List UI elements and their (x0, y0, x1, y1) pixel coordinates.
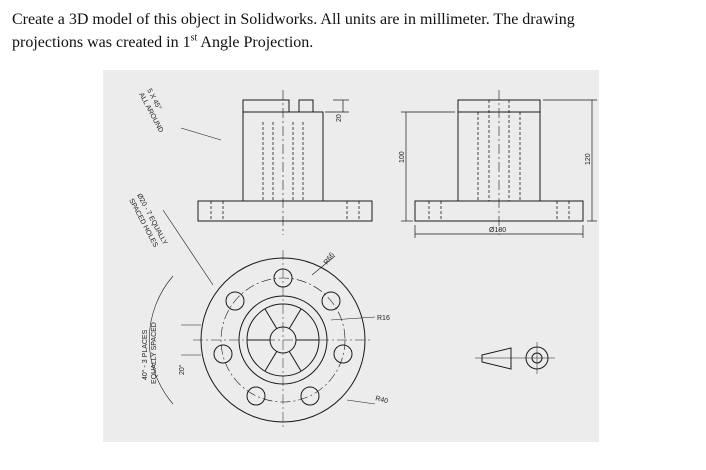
engineering-drawing: 5 X 45° ALL AROUND Ø20 - 7 EQUALLY SPACE… (103, 70, 599, 442)
front-view (197, 90, 373, 235)
dim-100 (401, 111, 455, 222)
ribs-label: 40° - 3 PLACES (141, 329, 149, 380)
r66-label: R66 (323, 252, 336, 267)
task-description: Create a 3D model of this object in Soli… (12, 8, 696, 54)
top-view-holes (213, 268, 353, 406)
r16-leader (330, 316, 376, 321)
symbol-truncated-cone (481, 347, 512, 370)
side-view-hidden-lines (428, 100, 570, 221)
r66-leader (311, 255, 336, 276)
top-view (149, 127, 376, 430)
dim-20 (325, 99, 349, 113)
dim-dia180 (414, 225, 584, 238)
bolt-hole (246, 386, 266, 406)
dim-dia180-label: Ø180 (489, 227, 506, 234)
rib-angle-arc (149, 275, 174, 405)
task-line-2-superscript: st (190, 32, 198, 44)
holes-leader (162, 209, 214, 286)
dim-100-label: 100 (399, 151, 406, 163)
task-line-1: Create a 3D model of this object in Soli… (12, 11, 575, 28)
bolt-hole (321, 291, 341, 311)
r40-label: R40 (374, 395, 388, 405)
r40-leader (346, 399, 376, 405)
top-view-centerlines (193, 250, 373, 430)
front-view-hidden-lines (210, 122, 360, 221)
front-view-flange (197, 200, 373, 222)
r16-label: R16 (377, 315, 390, 322)
rib-angle-label: 20° (178, 364, 186, 375)
task-line-2: projections was created in 1st Angle Pro… (12, 31, 696, 54)
dim-120 (543, 99, 597, 222)
bolt-hole (300, 386, 320, 406)
front-view-top-boss (242, 99, 314, 112)
bolt-hole (333, 344, 353, 364)
dim-20-label: 20 (336, 114, 343, 122)
bolt-hole (225, 291, 245, 311)
first-angle-projection-symbol (475, 342, 555, 374)
ribs-note: EQUALLY SPACED (151, 322, 158, 384)
side-view (401, 90, 597, 238)
task-line-2-prefix: projections was created in 1 (12, 34, 191, 51)
task-line-2-suffix: Angle Projection. (197, 34, 314, 51)
dim-120-label: 120 (585, 153, 592, 165)
bolt-hole (213, 344, 233, 364)
drawing-svg: 5 X 45° ALL AROUND Ø20 - 7 EQUALLY SPACE… (127, 87, 597, 430)
chamfer-leader (180, 127, 222, 141)
